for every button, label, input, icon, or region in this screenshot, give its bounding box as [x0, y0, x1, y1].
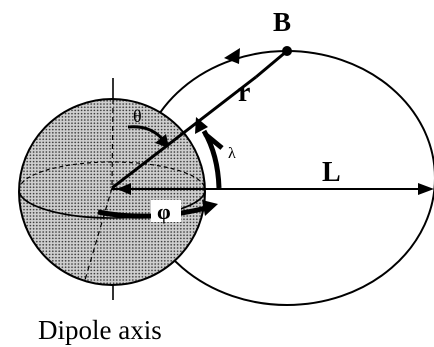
theta-arrowhead [155, 134, 169, 148]
l-arrowhead-right [418, 183, 434, 195]
lambda-arrowhead [195, 117, 208, 134]
radius-vector-outer [255, 49, 288, 79]
label-b: B [273, 7, 291, 37]
caption-dipole-axis: Dipole axis [38, 315, 162, 345]
phi-label-bg [151, 200, 181, 222]
lambda-pointer [203, 132, 224, 150]
label-phi: φ [157, 199, 171, 224]
field-line-arrowhead [224, 48, 240, 64]
point-b-marker [282, 46, 292, 56]
label-l: L [322, 157, 341, 188]
label-r: r [238, 77, 250, 108]
theta-arc [127, 125, 165, 141]
radius-vector-inner [111, 75, 257, 190]
earth-sphere [18, 98, 206, 286]
dipole-axis [84, 78, 114, 300]
label-theta: θ [133, 106, 142, 126]
label-lambda: λ [228, 145, 236, 162]
phi-arrowhead [202, 200, 218, 216]
l-arrowhead-left [117, 183, 131, 195]
